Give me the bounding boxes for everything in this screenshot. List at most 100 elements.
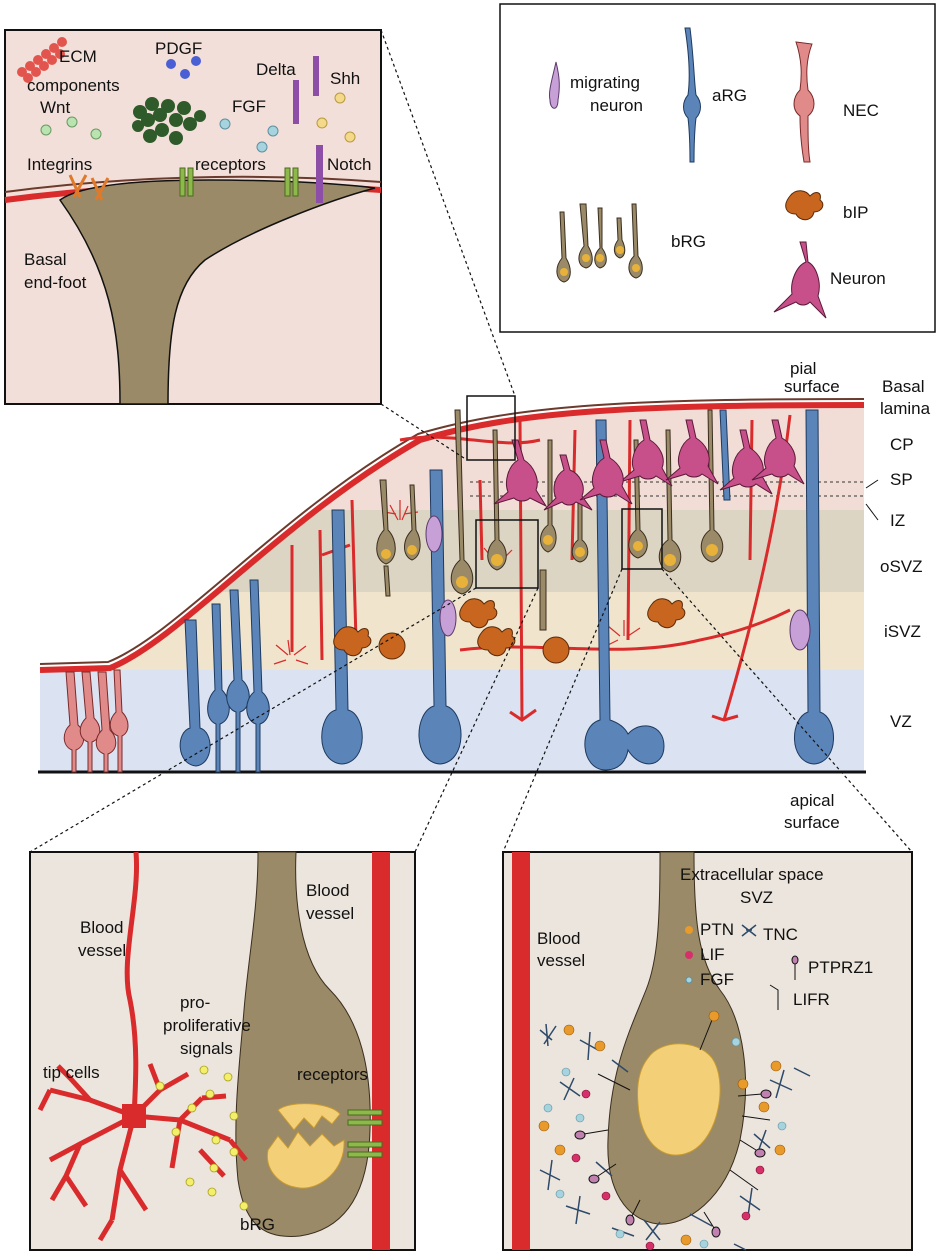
pro-proliferative-label: pro- — [180, 993, 210, 1012]
blood-vessel-right-label: Blood — [306, 881, 349, 900]
extracellular-space-title: SVZ — [740, 888, 773, 907]
shh-label: Shh — [330, 69, 360, 88]
lifr-legend-icon — [769, 984, 779, 1010]
migrating-neuron-icon — [549, 61, 560, 109]
cell-type-legend: migrating neuron aRG NEC bRG bIP Neuron — [499, 3, 936, 333]
delta-bar-icon — [293, 80, 299, 124]
blood-vessel — [512, 852, 530, 1250]
cp-neurons — [493, 419, 805, 511]
migrating-neuron-label: migrating — [570, 73, 640, 92]
isvz-label: iSVZ — [884, 622, 921, 641]
bip-label: bIP — [843, 203, 869, 222]
fgf-label: FGF — [232, 97, 266, 116]
tip-cell-inset: Blood vessel Blood vessel pro- prolifera… — [29, 851, 416, 1251]
lifr-receptor-icon — [597, 1019, 771, 1191]
receptor-icon — [347, 1109, 383, 1158]
tnc-label: TNC — [763, 925, 798, 944]
extracellular-space-title: Extracellular space — [680, 865, 824, 884]
bip-cells — [333, 598, 686, 657]
migrating-neuron-label: neuron — [590, 96, 643, 115]
tip-cell-node — [122, 1104, 146, 1128]
fgf-label: FGF — [700, 970, 734, 989]
integrin-icon — [68, 174, 110, 201]
wnt-dots-icon — [40, 116, 102, 140]
blood-vessel-label: Blood — [537, 929, 580, 948]
delta-label: Delta — [256, 60, 296, 79]
basal-lamina-label: lamina — [880, 399, 931, 418]
apical-surface-label: apical — [790, 791, 834, 810]
receptors-label: receptors — [297, 1065, 368, 1084]
fgf-dots-icon — [219, 118, 279, 153]
nec-label: NEC — [843, 101, 879, 120]
brg-cells — [376, 409, 724, 631]
integrins-label: Integrins — [27, 155, 92, 174]
tip-cells-label: tip cells — [43, 1063, 100, 1082]
basal-endfoot-inset: ECM components PDGF Wnt Delta Shh FGF In… — [4, 29, 382, 405]
dividing-nucleus — [266, 1103, 345, 1189]
ptn-dots-icon — [538, 1010, 786, 1246]
blood-vessel-right-label: vessel — [306, 904, 354, 923]
nec-cells — [63, 669, 129, 773]
delta-bar-icon — [313, 56, 319, 96]
arg-label: aRG — [712, 86, 747, 105]
vz-label: VZ — [890, 712, 912, 731]
ptprz1-label: PTPRZ1 — [808, 958, 873, 977]
ecm-icon — [17, 37, 67, 83]
sp-label: SP — [890, 470, 913, 489]
receptors-label: receptors — [195, 155, 266, 174]
migrating-neurons — [425, 515, 811, 651]
pro-proliferative-label: signals — [180, 1039, 233, 1058]
nec-icon — [793, 41, 815, 163]
brg-icon — [556, 203, 643, 283]
arg-icon — [683, 27, 701, 163]
lifr-label: LIFR — [793, 990, 830, 1009]
notch-bar-icon — [316, 145, 323, 203]
pdgf-label: PDGF — [155, 39, 202, 58]
neuron-icon — [773, 241, 827, 319]
blood-vessel — [372, 852, 390, 1250]
tnc-legend-icon — [741, 924, 757, 937]
iz-label: IZ — [890, 511, 905, 530]
brg-label: bRG — [671, 232, 706, 251]
blood-vessel-left-label: Blood — [80, 918, 123, 937]
basal-lamina — [39, 402, 865, 673]
brg-cell — [607, 851, 747, 1225]
ptprz1-receptor-icon — [574, 1089, 772, 1238]
notch-label: Notch — [327, 155, 371, 174]
tnc-icon — [539, 1023, 811, 1251]
ptprz1-legend-icon — [791, 955, 799, 980]
zone-labels: pial surface Basal lamina CP SP IZ oSVZ … — [784, 359, 931, 832]
brg-nucleus-icon — [560, 246, 640, 276]
zoom-box-top — [466, 395, 516, 461]
pial-surface-label: pial — [790, 359, 816, 378]
ecm-label: components — [27, 76, 120, 95]
basal-endfoot-label: Basal — [24, 250, 67, 269]
basal-endfoot-label: end-foot — [24, 273, 87, 292]
receptor-icon — [179, 167, 299, 197]
wnt-label: Wnt — [40, 98, 71, 117]
dividing-cells — [378, 632, 570, 664]
zoom-box-right — [621, 508, 663, 570]
pro-proliferative-label: proliferative — [163, 1016, 251, 1035]
brg-label: bRG — [240, 1215, 275, 1234]
bip-icon — [785, 190, 824, 221]
nucleus — [637, 1043, 721, 1156]
pdgf-dots-icon — [166, 56, 201, 79]
endfoot-shape — [58, 179, 376, 405]
pial-surface-label: surface — [784, 377, 840, 396]
cortex-schematic — [38, 395, 866, 774]
ecm-label: ECM — [59, 47, 97, 66]
lif-dots-icon — [571, 1089, 765, 1251]
cp-label: CP — [890, 435, 914, 454]
zoom-box-left — [475, 519, 539, 589]
basal-lamina-label: Basal — [882, 377, 925, 396]
brg-cell — [235, 851, 371, 1237]
shh-dots-icon — [316, 92, 356, 143]
blood-vessel-label: vessel — [537, 951, 585, 970]
osvz-label: oSVZ — [880, 557, 923, 576]
zoom-connectors — [29, 29, 913, 853]
apical-surface-label: surface — [784, 813, 840, 832]
extracellular-svz-inset: Extracellular space SVZ Blood vessel PTN… — [502, 851, 913, 1251]
ptn-label: PTN — [700, 920, 734, 939]
